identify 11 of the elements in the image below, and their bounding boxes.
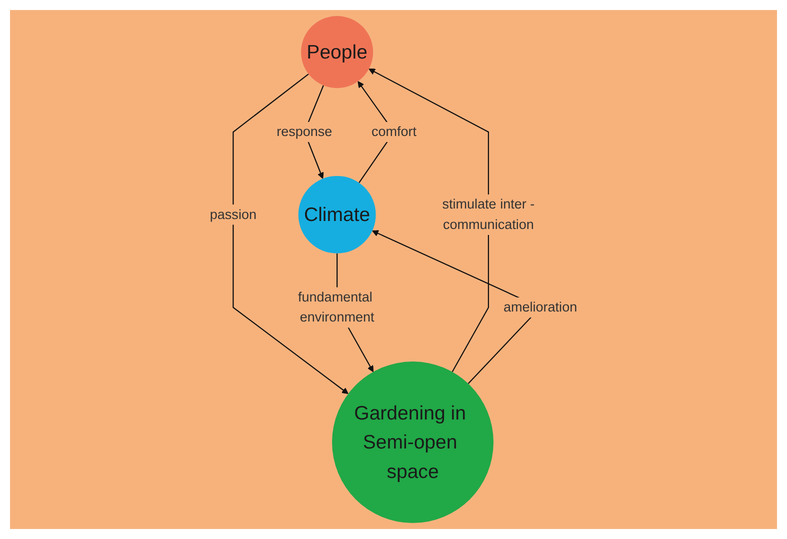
arrow xyxy=(232,74,348,394)
edge-label: passion xyxy=(210,206,256,222)
edge-label: comfort xyxy=(371,124,417,140)
node-circle: People xyxy=(301,16,374,88)
edge-label: fundamental environment xyxy=(298,289,374,325)
arrow xyxy=(368,68,489,372)
edge-label: amelioration xyxy=(503,300,578,315)
node-circle: Climate xyxy=(298,176,376,254)
edge-label: stimulate inter -communication xyxy=(442,196,535,232)
edge-label: response xyxy=(276,124,332,140)
node-circle: Gardening in Semi-open space xyxy=(332,362,494,523)
